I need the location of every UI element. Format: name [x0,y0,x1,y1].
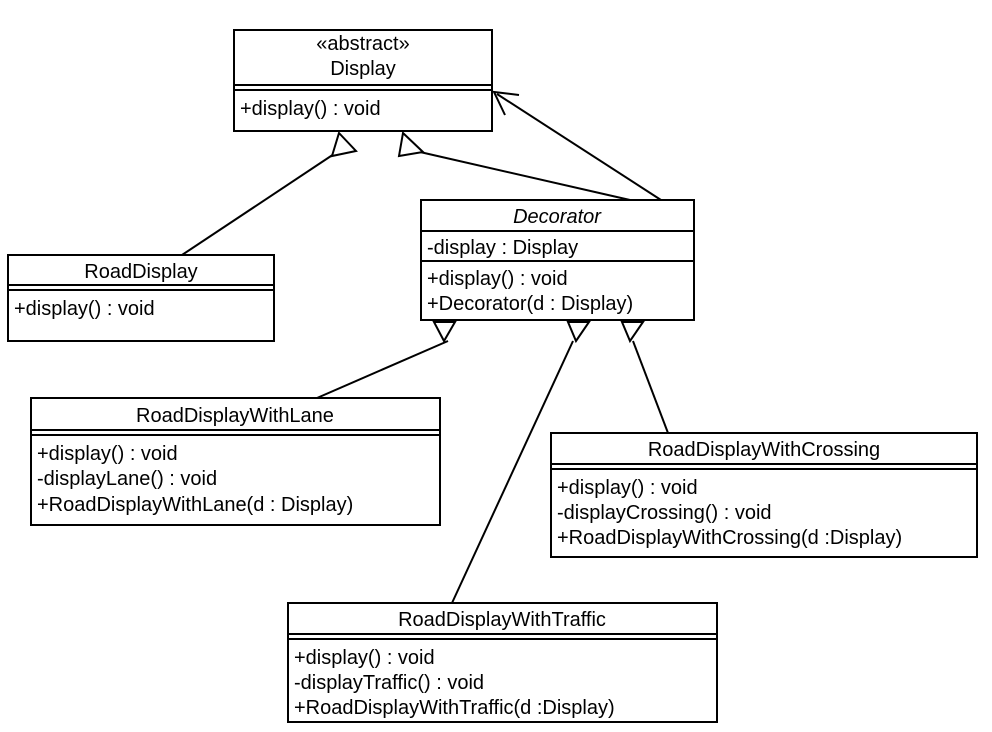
class-operation: +Decorator(d : Display) [427,293,633,315]
class-operation: +display() : void [557,477,698,499]
class-operation: -displayTraffic() : void [294,672,484,694]
class-name: RoadDisplay [84,261,197,283]
class-name: RoadDisplayWithTraffic [398,609,606,631]
generalization-roaddisplaywithlane-to-decorator [316,321,457,399]
class-operation: +display() : void [37,443,178,465]
class-operation: +RoadDisplayWithLane(d : Display) [37,494,353,516]
class-operation: -displayCrossing() : void [557,502,772,524]
class-box-outline [550,432,978,558]
class-box-outline [287,602,718,723]
generalization-roaddisplaywithcrossing-to-decorator [620,321,669,434]
class-box-roaddisplaywithtraffic[interactable]: RoadDisplayWithTraffic +display() : void… [287,602,718,723]
class-operation: +RoadDisplayWithCrossing(d :Display) [557,527,902,549]
generalization-roaddisplay-to-display [181,131,358,256]
hollow-triangle-arrowhead-icon [330,131,358,158]
association-line [496,93,662,201]
generalization-line [632,340,669,434]
generalization-line [316,340,449,399]
hollow-triangle-arrowhead-icon [432,321,457,344]
class-name: Decorator [513,206,602,228]
generalization-decorator-to-display [397,130,631,201]
class-operation: +display() : void [240,98,381,120]
class-box-roaddisplay[interactable]: RoadDisplay +display() : void [7,254,275,342]
class-stereotype: «abstract» [316,33,409,55]
class-operation: +display() : void [294,647,435,669]
class-box-outline [7,254,275,342]
generalization-line [181,151,338,256]
class-box-decorator[interactable]: Decorator -display : Display +display() … [420,199,695,321]
class-name: Display [330,58,396,80]
relationship-layer: Display (association / -display : Displa… [181,90,669,604]
class-operation: +display() : void [14,298,155,320]
generalization-line [419,151,631,201]
class-operation: +display() : void [427,268,568,290]
class-box-roaddisplaywithcrossing[interactable]: RoadDisplayWithCrossing +display() : voi… [550,432,978,558]
class-name: RoadDisplayWithLane [136,405,334,427]
class-attribute: -display : Display [427,237,578,259]
class-box-roaddisplaywithlane[interactable]: RoadDisplayWithLane +display() : void -d… [30,397,441,526]
hollow-triangle-arrowhead-icon [620,321,645,344]
association-decorator-to-display [492,90,662,201]
generalization-roaddisplaywithtraffic-to-decorator [451,321,591,604]
generalization-line [451,340,574,604]
hollow-triangle-arrowhead-icon [397,130,426,158]
class-operation: -displayLane() : void [37,468,217,490]
hollow-triangle-arrowhead-icon [566,321,591,344]
class-name: RoadDisplayWithCrossing [648,439,880,461]
class-operation: +RoadDisplayWithTraffic(d :Display) [294,697,615,719]
class-box-display[interactable]: «abstract» Display +display() : void [233,29,493,132]
class-box-outline [233,29,493,132]
class-box-outline [30,397,441,526]
open-arrowhead-icon [492,90,520,116]
